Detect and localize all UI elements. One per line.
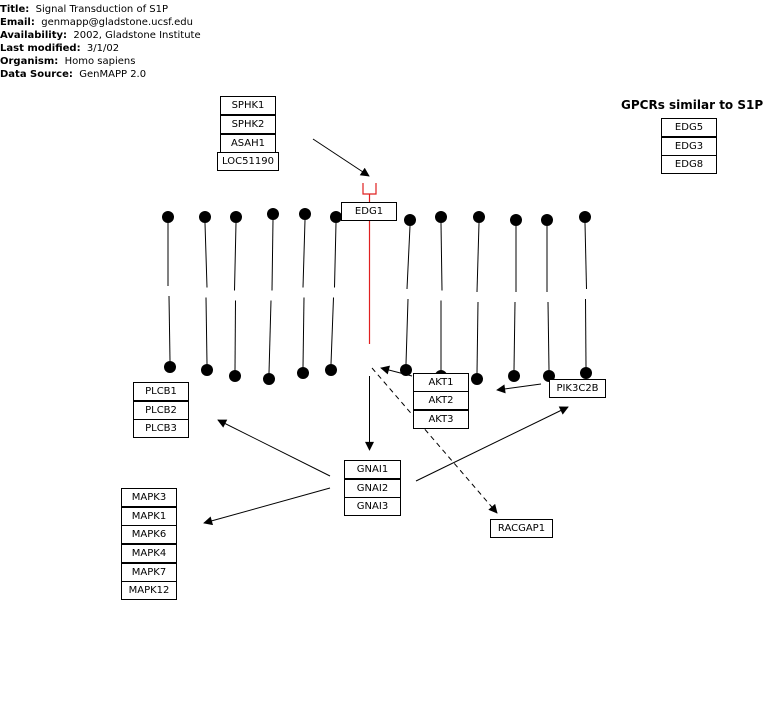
lipid-tail-inner (168, 295, 171, 362)
lipid-head-outer (510, 214, 522, 226)
lipid-head-outer (267, 208, 279, 220)
lipid-tail-outer (440, 222, 443, 291)
gene-mapk1[interactable]: MAPK1 (121, 507, 177, 526)
lipid-head-inner (325, 364, 337, 376)
gene-gnai1[interactable]: GNAI1 (344, 460, 401, 479)
arrow-pik3c2b-to-akt (496, 383, 542, 394)
lipid-tail-outer (234, 222, 237, 291)
lipid-tail-outer (271, 219, 274, 291)
arrow-akt-to-edg1 (380, 365, 413, 377)
gene-gnai2[interactable]: GNAI2 (344, 479, 401, 498)
lipid-head-inner (229, 370, 241, 382)
lipid-tail-inner (268, 300, 272, 374)
lipid-tail-inner (585, 298, 587, 368)
lipid-head-outer (404, 214, 416, 226)
lipid-head-inner (164, 361, 176, 373)
gene-loc51190[interactable]: LOC51190 (217, 152, 279, 171)
lipid-head-outer (199, 211, 211, 223)
gene-edg5[interactable]: EDG5 (661, 118, 717, 137)
gene-sphk2[interactable]: SPHK2 (220, 115, 276, 134)
info-organism: Organism: Homo sapiens (0, 56, 136, 67)
info-email: Email: genmapp@gladstone.ucsf.edu (0, 17, 193, 28)
lipid-head-outer (579, 211, 591, 223)
interaction-arrows (203, 138, 569, 526)
lipid-head-inner (297, 367, 309, 379)
pathway-info: Title: Signal Transduction of S1P Email:… (0, 3, 201, 81)
lipid-head-outer (541, 214, 553, 226)
info-modified: Last modified: 3/1/02 (0, 43, 120, 54)
lipid-head-inner (471, 373, 483, 385)
gene-gnai3[interactable]: GNAI3 (344, 497, 401, 516)
edg1-receptor (362, 183, 377, 344)
info-source: Data Source: GenMAPP 2.0 (0, 69, 147, 80)
lipid-tail-inner (205, 297, 208, 365)
lipid-head-outer (162, 211, 174, 223)
lipid-tail-inner (234, 300, 236, 371)
cell-membrane (162, 208, 592, 385)
gene-pik3c2b[interactable]: PIK3C2B (549, 379, 606, 398)
arrow-edg1-to-racgap1 (371, 367, 498, 514)
info-availability: Availability: 2002, Gladstone Institute (0, 30, 201, 41)
arrow-gnai-to-pik3c2b (415, 406, 569, 482)
lipid-tail-outer (204, 222, 208, 288)
gene-mapk7[interactable]: MAPK7 (121, 563, 177, 582)
lipid-head-outer (435, 211, 447, 223)
gene-akt1[interactable]: AKT1 (413, 373, 469, 392)
gene-plcb2[interactable]: PLCB2 (133, 401, 189, 420)
arrow-gnai-to-mapk (203, 487, 331, 526)
lipid-head-outer (330, 211, 342, 223)
gene-akt2[interactable]: AKT2 (413, 391, 469, 410)
lipid-tail-inner (476, 301, 479, 374)
lipid-head-outer (299, 208, 311, 220)
lipid-head-inner (400, 364, 412, 376)
gene-edg8[interactable]: EDG8 (661, 155, 717, 174)
gene-akt3[interactable]: AKT3 (413, 410, 469, 429)
gene-plcb1[interactable]: PLCB1 (133, 382, 189, 401)
gene-edg3[interactable]: EDG3 (661, 137, 717, 156)
gpcr-heading: GPCRs similar to S1P (621, 98, 764, 112)
lipid-tail-outer (476, 222, 480, 293)
lipid-head-inner (508, 370, 520, 382)
lipid-tail-inner (547, 301, 550, 371)
gene-mapk4[interactable]: MAPK4 (121, 544, 177, 563)
lipid-tail-inner (330, 297, 334, 365)
receptor-ligand-cup (362, 183, 377, 202)
gene-mapk12[interactable]: MAPK12 (121, 581, 177, 600)
lipid-head-inner (201, 364, 213, 376)
lipid-head-inner (263, 373, 275, 385)
lipid-tail-outer (302, 219, 306, 288)
gene-mapk6[interactable]: MAPK6 (121, 525, 177, 544)
lipid-tail-outer (334, 222, 337, 288)
info-title: Title: Signal Transduction of S1P (0, 4, 169, 15)
gene-racgap1[interactable]: RACGAP1 (490, 519, 553, 538)
lipid-head-inner (580, 367, 592, 379)
lipid-tail-inner (405, 298, 409, 365)
arrow-sphk-to-edg1 (312, 138, 370, 177)
lipid-tail-outer (406, 225, 411, 290)
gene-asah1[interactable]: ASAH1 (220, 134, 276, 153)
gene-sphk1[interactable]: SPHK1 (220, 96, 276, 115)
gene-mapk3[interactable]: MAPK3 (121, 488, 177, 507)
lipid-tail-inner (302, 297, 305, 368)
lipid-head-outer (473, 211, 485, 223)
lipid-tail-inner (513, 301, 516, 371)
gene-plcb3[interactable]: PLCB3 (133, 419, 189, 438)
arrow-gnai-to-plcb (217, 419, 331, 477)
gene-edg1[interactable]: EDG1 (341, 202, 397, 221)
lipid-head-outer (230, 211, 242, 223)
lipid-tail-outer (584, 222, 587, 290)
